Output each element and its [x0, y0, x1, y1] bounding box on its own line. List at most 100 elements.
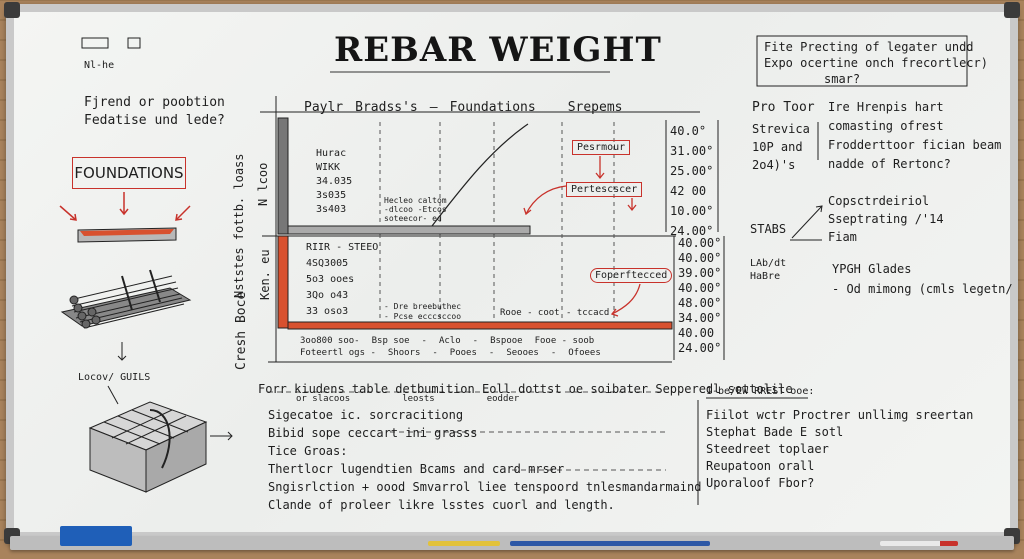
heading-word: Srepems: [567, 100, 623, 115]
frame-corner: [4, 2, 20, 18]
red-note-box: Foperftecced: [590, 268, 673, 283]
lab-line: YPGH Glades: [832, 262, 912, 276]
intro-line: Fjrend or poobtion: [84, 95, 225, 110]
tip-line: comasting ofrest: [828, 119, 944, 133]
cell: Bsp soe: [371, 336, 410, 346]
cell: Pooes: [449, 348, 477, 358]
scale-value: 24.00°: [670, 224, 714, 238]
scale-value: 40.00°: [678, 236, 722, 250]
eraser: [60, 526, 132, 546]
bottom-heading: Forr kiudens table detbumition Eoll dott…: [258, 382, 793, 396]
page-title: REBAR WEIGHT: [334, 30, 662, 70]
note-line: Expo ocertine onch frecortlecr): [764, 56, 988, 70]
chart-bottom-row: Foteertl ogs - Shoors - Pooes - Seooes -…: [300, 348, 601, 358]
lab-line: HaBre: [750, 271, 781, 282]
right-lines: Fiilot wctr Proctrer unllimg sreertan St…: [706, 408, 973, 490]
list-item: 33 oso3: [306, 306, 349, 317]
right-heading: 1-be/EW RREST ooe:: [706, 386, 815, 397]
list-item: Hurac: [316, 148, 347, 159]
note-line: -dlcoo -Etcos: [384, 205, 447, 214]
scale-value: 48.00°: [678, 296, 722, 310]
stabs-line: Sseptrating /'14: [828, 212, 944, 226]
lab-text: YPGH Glades - Od mimong (cmls legetn/: [832, 262, 1013, 296]
yellow-pencil: [428, 541, 500, 546]
lab-label: LAb/dt HaBre: [750, 258, 786, 282]
stabs-line: Fiam: [828, 230, 857, 244]
pro-tip-left: Strevica 10P and 2o4)'s: [752, 122, 810, 172]
right-line: Steedreet toplaer: [706, 442, 829, 456]
blue-marker: [510, 541, 710, 546]
cell: Seooes: [506, 348, 539, 358]
intro-line: Fedatise und lede?: [84, 113, 225, 128]
scale-value: 40.00°: [678, 281, 722, 295]
cell: -: [472, 336, 479, 346]
foundations-label: FOUNDATIONS: [72, 157, 186, 189]
note-line: Fite Precting of legater undd: [764, 40, 974, 54]
note-line: Hecleo caltom: [384, 196, 447, 205]
list-item: WIKK: [316, 162, 341, 173]
right-line: Stephat Bade E sotl: [706, 425, 844, 439]
scale-value: 31.00°: [670, 144, 714, 158]
tip-line: nadde of Rertonc?: [828, 157, 951, 171]
list-item: 5o3 ooes: [306, 274, 355, 285]
bottom-line: Tice Groas:: [268, 444, 348, 458]
cell: Foteertl ogs -: [300, 348, 376, 358]
scale-value: 10.00°: [670, 204, 714, 218]
list-item: 3Qo o43: [306, 290, 349, 301]
scale-value: 24.00°: [678, 341, 722, 355]
red-marker: [880, 541, 958, 546]
scale-value: 40.00°: [678, 251, 722, 265]
scale-value: 34.00°: [678, 311, 722, 325]
axis-label: Ken. eu: [258, 249, 272, 300]
right-line: Reupatoon orall: [706, 459, 815, 473]
bottom-line: Sigecatoe ic. sorcracitiong: [268, 408, 464, 422]
sub-word: or slacoos: [296, 394, 351, 404]
bottom-line: Sngisrlction + oood Smvarrol liee tenspo…: [268, 480, 702, 494]
bottom-line: Thertlocr lugendtien Bcams and card mrse…: [268, 462, 565, 476]
red-note-box: Pertescscer: [566, 182, 643, 197]
frame-corner: [1004, 2, 1020, 18]
tip-line: 2o4)'s: [752, 158, 796, 172]
mid-note: Rooe - coot: [500, 308, 560, 318]
lower-scale: 40.00° 40.00° 39.00° 40.00° 48.00° 34.00…: [678, 236, 721, 355]
scale-value: 40.00: [678, 326, 715, 340]
left-intro: Fjrend or poobtion Fedatise und lede?: [84, 95, 225, 128]
list-item: 4SQ3005: [306, 258, 349, 269]
note-line: smar?: [824, 72, 861, 86]
cell: -: [432, 348, 438, 358]
axis-label: Cresh Boce: [234, 291, 249, 370]
list-item: 3s035: [316, 190, 347, 201]
pro-tip-right: Ire Hrenpis hart comasting ofrest Frodde…: [828, 100, 1001, 171]
right-line: Fiilot wctr Proctrer unllimg sreertan: [706, 408, 974, 422]
stabs-label: STABS: [750, 222, 787, 236]
mid-note: - Pcse ecccsccoo: [384, 312, 462, 321]
chart-bottom-row: 3oo800 soo- Bsp soe - Aclo - Bspooe Fooe…: [300, 336, 594, 346]
heading-word: Bradss's: [355, 100, 418, 115]
list-item: 34.035: [316, 176, 353, 187]
cell: Bspooe: [490, 336, 523, 346]
right-line: Uporaloof Fbor?: [706, 476, 815, 490]
scale-value: 39.00°: [678, 266, 722, 280]
mid-note: - tccacd: [566, 308, 610, 318]
red-note-box: Pesrmour: [572, 140, 631, 155]
scale-value: 42 00: [670, 184, 707, 198]
sub-word: leosts: [402, 394, 435, 404]
stabs-line: Copsctrdeiriol: [828, 194, 930, 208]
upper-list: Hurac WIKK 34.035 3s035 3s403: [316, 148, 352, 215]
cell: Aclo: [438, 336, 461, 346]
mid-note: - Dre breebuthec: [384, 302, 462, 311]
stabs-text: Copsctrdeiriol Sseptrating /'14 Fiam: [828, 194, 944, 244]
heading-word: Foundations: [449, 100, 536, 115]
upper-scale: 40.0° 31.00° 25.00° 42 00 10.00° 24.00°: [670, 124, 713, 238]
cell: -: [421, 336, 427, 346]
axis-label: N lcoo: [256, 162, 270, 206]
cell: -: [550, 348, 557, 358]
mid-list: RIIR - STEEO 4SQ3005 5o3 ooes 3Qo o43 33…: [306, 242, 378, 317]
lab-line: LAb/dt: [750, 258, 787, 269]
heading-word: –: [429, 100, 438, 115]
cell: Ofoees: [568, 348, 601, 358]
bottom-lines: Sigecatoe ic. sorcracitiong Bibid sope c…: [268, 408, 701, 512]
bottom-line: Clande of proleer likre lsstes cuorl and…: [268, 498, 615, 512]
note-line: soteecor- ed: [384, 214, 442, 223]
